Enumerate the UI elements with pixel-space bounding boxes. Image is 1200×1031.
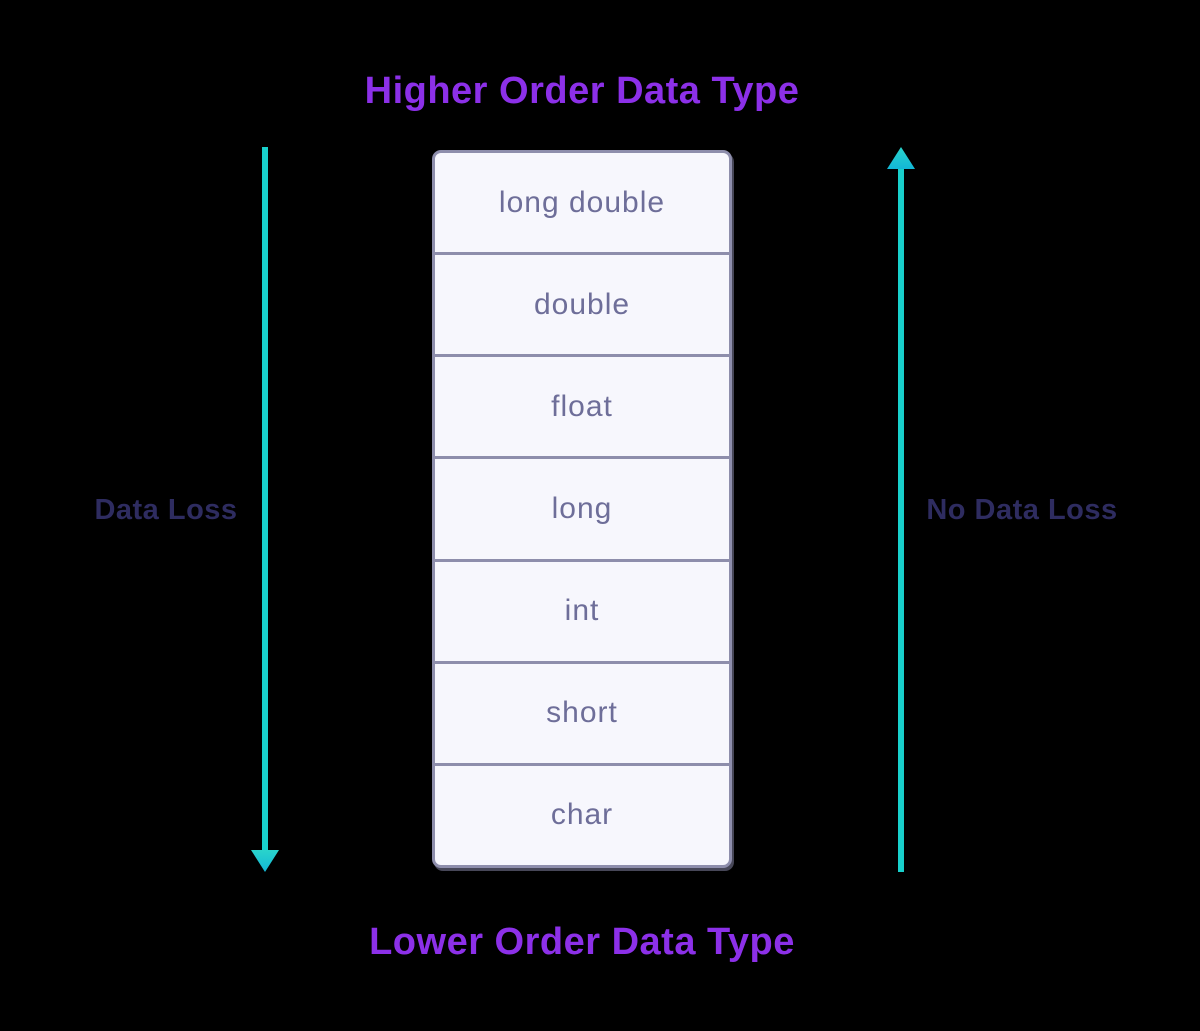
arrow-up-shaft [898, 168, 904, 872]
type-box-float: float [435, 357, 729, 460]
data-loss-label: Data Loss [94, 494, 238, 526]
arrow-down-shaft [262, 147, 268, 851]
type-box-short: short [435, 664, 729, 766]
datatype-stack: long double double float long int short … [432, 150, 732, 868]
no-data-loss-label: No Data Loss [926, 494, 1118, 526]
type-box-int: int [435, 562, 729, 664]
higher-order-title: Higher Order Data Type [364, 70, 800, 112]
type-box-double: double [435, 255, 729, 358]
type-box-char: char [550, 798, 614, 832]
arrow-up-icon [886, 147, 916, 872]
arrow-up-head [887, 147, 915, 169]
lower-order-title: Lower Order Data Type [369, 921, 795, 963]
type-box-long-double: long double [435, 153, 729, 256]
arrow-down-icon [250, 147, 280, 872]
arrow-down-head [251, 850, 279, 872]
type-box-long: long [435, 459, 729, 562]
